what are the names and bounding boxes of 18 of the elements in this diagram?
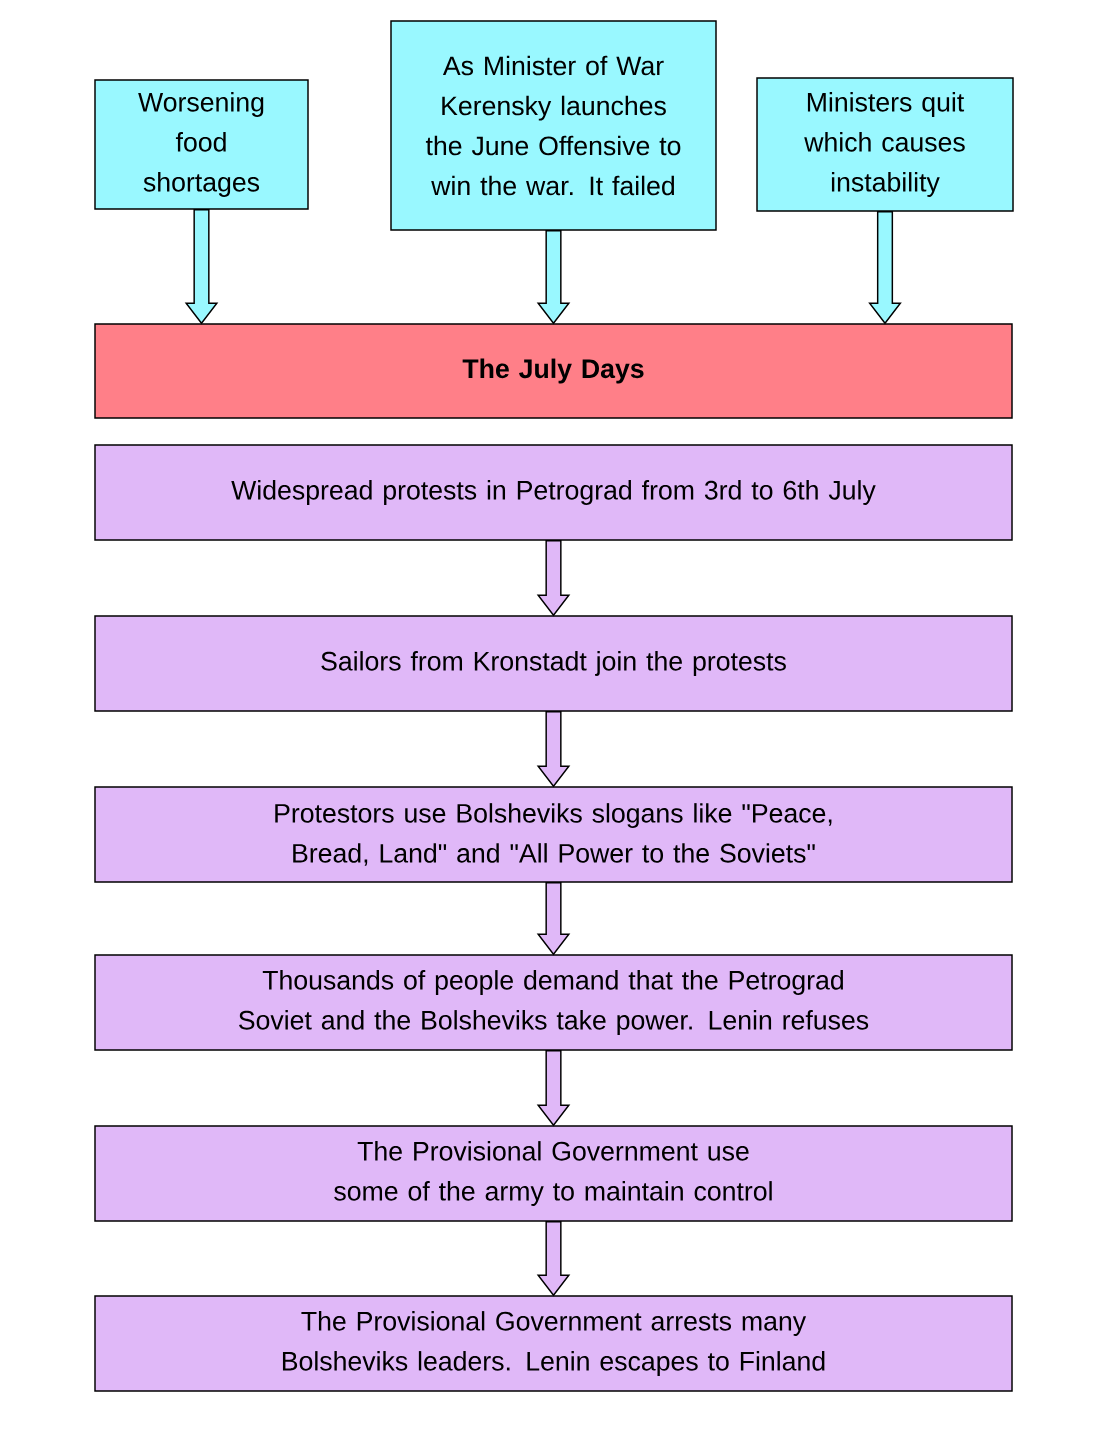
block-arrow xyxy=(536,711,571,788)
event-box: Sailors from Kronstadt join the protests xyxy=(94,615,1013,712)
title-box: The July Days xyxy=(94,323,1013,419)
event-box: Thousands of people demand that the Petrograd Soviet and the Bolsheviks take power. Lenin refuses xyxy=(94,954,1013,1051)
block-arrow xyxy=(536,882,571,956)
block-arrow xyxy=(536,230,571,325)
cause-box: As Minister of War Kerensky launches the June Offensive to win the war. It failed xyxy=(390,20,717,231)
event-box: The Provisional Government arrests many Bolsheviks leaders. Lenin escapes to Finland xyxy=(94,1295,1013,1392)
cause-box: Ministers quit which causes instability xyxy=(756,77,1014,212)
block-arrow xyxy=(536,540,571,617)
block-arrow xyxy=(868,211,902,325)
block-arrow xyxy=(184,209,219,325)
event-box: Widespread protests in Petrograd from 3rd to 6th July xyxy=(94,444,1013,541)
cause-box: Worsening food shortages xyxy=(94,79,309,210)
event-box: The Provisional Government use some of the army to maintain control xyxy=(94,1125,1013,1222)
block-arrow xyxy=(536,1050,571,1127)
event-box: Protestors use Bolsheviks slogans like "Peace, Bread, Land" and "All Power to the Soviets" xyxy=(94,786,1013,883)
block-arrow xyxy=(536,1221,571,1297)
